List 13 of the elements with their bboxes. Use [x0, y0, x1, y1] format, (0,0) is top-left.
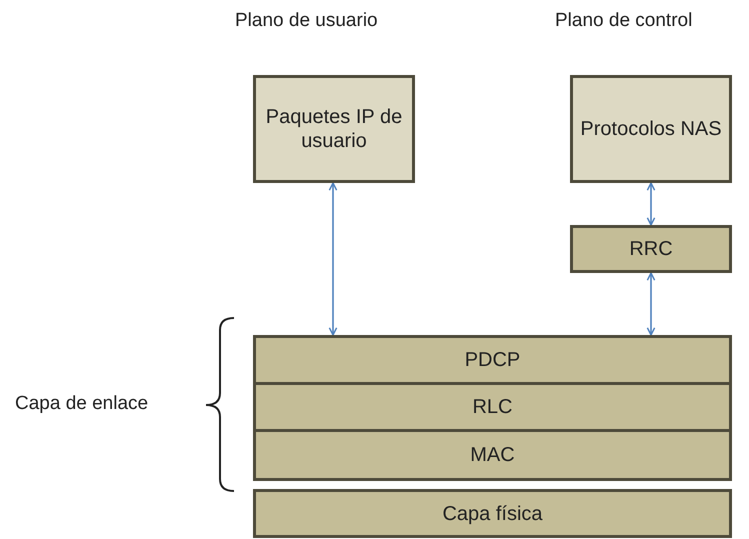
layer-box: RLC: [253, 382, 732, 432]
caption-text: Plano de usuario: [235, 10, 378, 32]
protocol-box: Protocolos NAS: [570, 75, 732, 183]
double-arrow: [328, 182, 338, 336]
caption-text: Capa de enlace: [15, 393, 148, 415]
double-arrow: [646, 272, 656, 336]
double-arrow: [646, 182, 656, 226]
layer-box: PDCP: [253, 335, 732, 385]
layer-box: RRC: [570, 225, 732, 273]
layer-box: MAC: [253, 429, 732, 481]
caption-text: Plano de control: [555, 10, 692, 32]
layer-box: Capa física: [253, 489, 732, 538]
packet-box: Paquetes IP de usuario: [253, 75, 415, 183]
